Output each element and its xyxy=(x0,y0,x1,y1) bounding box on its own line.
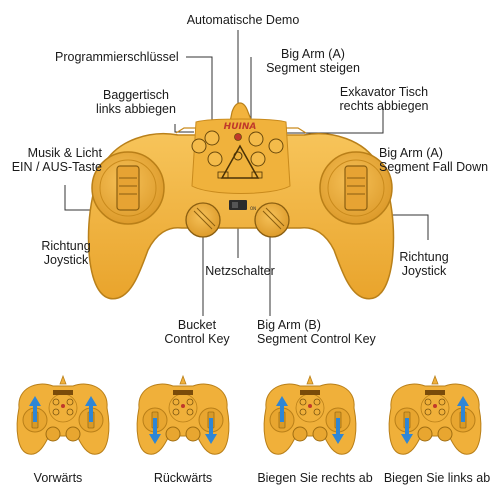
arrow-up-icon xyxy=(29,396,41,422)
remote-controller: ON HUINA xyxy=(87,102,395,300)
mini-controller-backward xyxy=(136,375,230,455)
label-arm-a-up: Big Arm (A)Segment steigen xyxy=(266,47,360,75)
arrow-up-icon xyxy=(457,396,469,422)
caption-right-turn: Biegen Sie rechts ab xyxy=(257,471,373,485)
arm-a-down-button[interactable] xyxy=(250,151,266,167)
label-power-switch: Netzschalter xyxy=(205,264,275,278)
arrow-up-icon xyxy=(276,396,288,422)
caption-forward: Vorwärts xyxy=(33,471,83,485)
mini-controller-left-turn xyxy=(388,375,482,455)
label-arm-a-down: Big Arm (A)Segment Fall Down xyxy=(379,146,489,174)
power-switch-marks: ON xyxy=(250,206,256,211)
left-joystick[interactable] xyxy=(116,165,140,211)
brand-logo: HUINA xyxy=(224,122,257,132)
arrow-up-icon xyxy=(85,396,97,422)
arm-a-up-button[interactable] xyxy=(248,131,264,147)
arrow-down-icon xyxy=(149,418,161,444)
label-automatic-demo: Automatische Demo xyxy=(186,13,300,27)
demo-button[interactable] xyxy=(234,133,242,141)
label-programming-key: Programmierschlüssel xyxy=(55,50,179,64)
label-arm-b-key: Big Arm (B)Segment Control Key xyxy=(257,318,376,346)
mini-controller-right-turn xyxy=(263,375,357,455)
mini-controller-forward xyxy=(16,375,110,455)
programming-key-button[interactable] xyxy=(204,130,220,146)
music-light-button[interactable] xyxy=(207,151,223,167)
arrow-down-icon xyxy=(332,418,344,444)
arrow-down-icon xyxy=(205,418,217,444)
caption-left-turn: Biegen Sie links ab xyxy=(383,471,491,485)
caption-backward: Rückwärts xyxy=(153,471,213,485)
arrow-down-icon xyxy=(401,418,413,444)
right-turn-button[interactable] xyxy=(268,138,284,154)
right-joystick[interactable] xyxy=(344,165,368,211)
left-turn-button[interactable] xyxy=(191,138,207,154)
